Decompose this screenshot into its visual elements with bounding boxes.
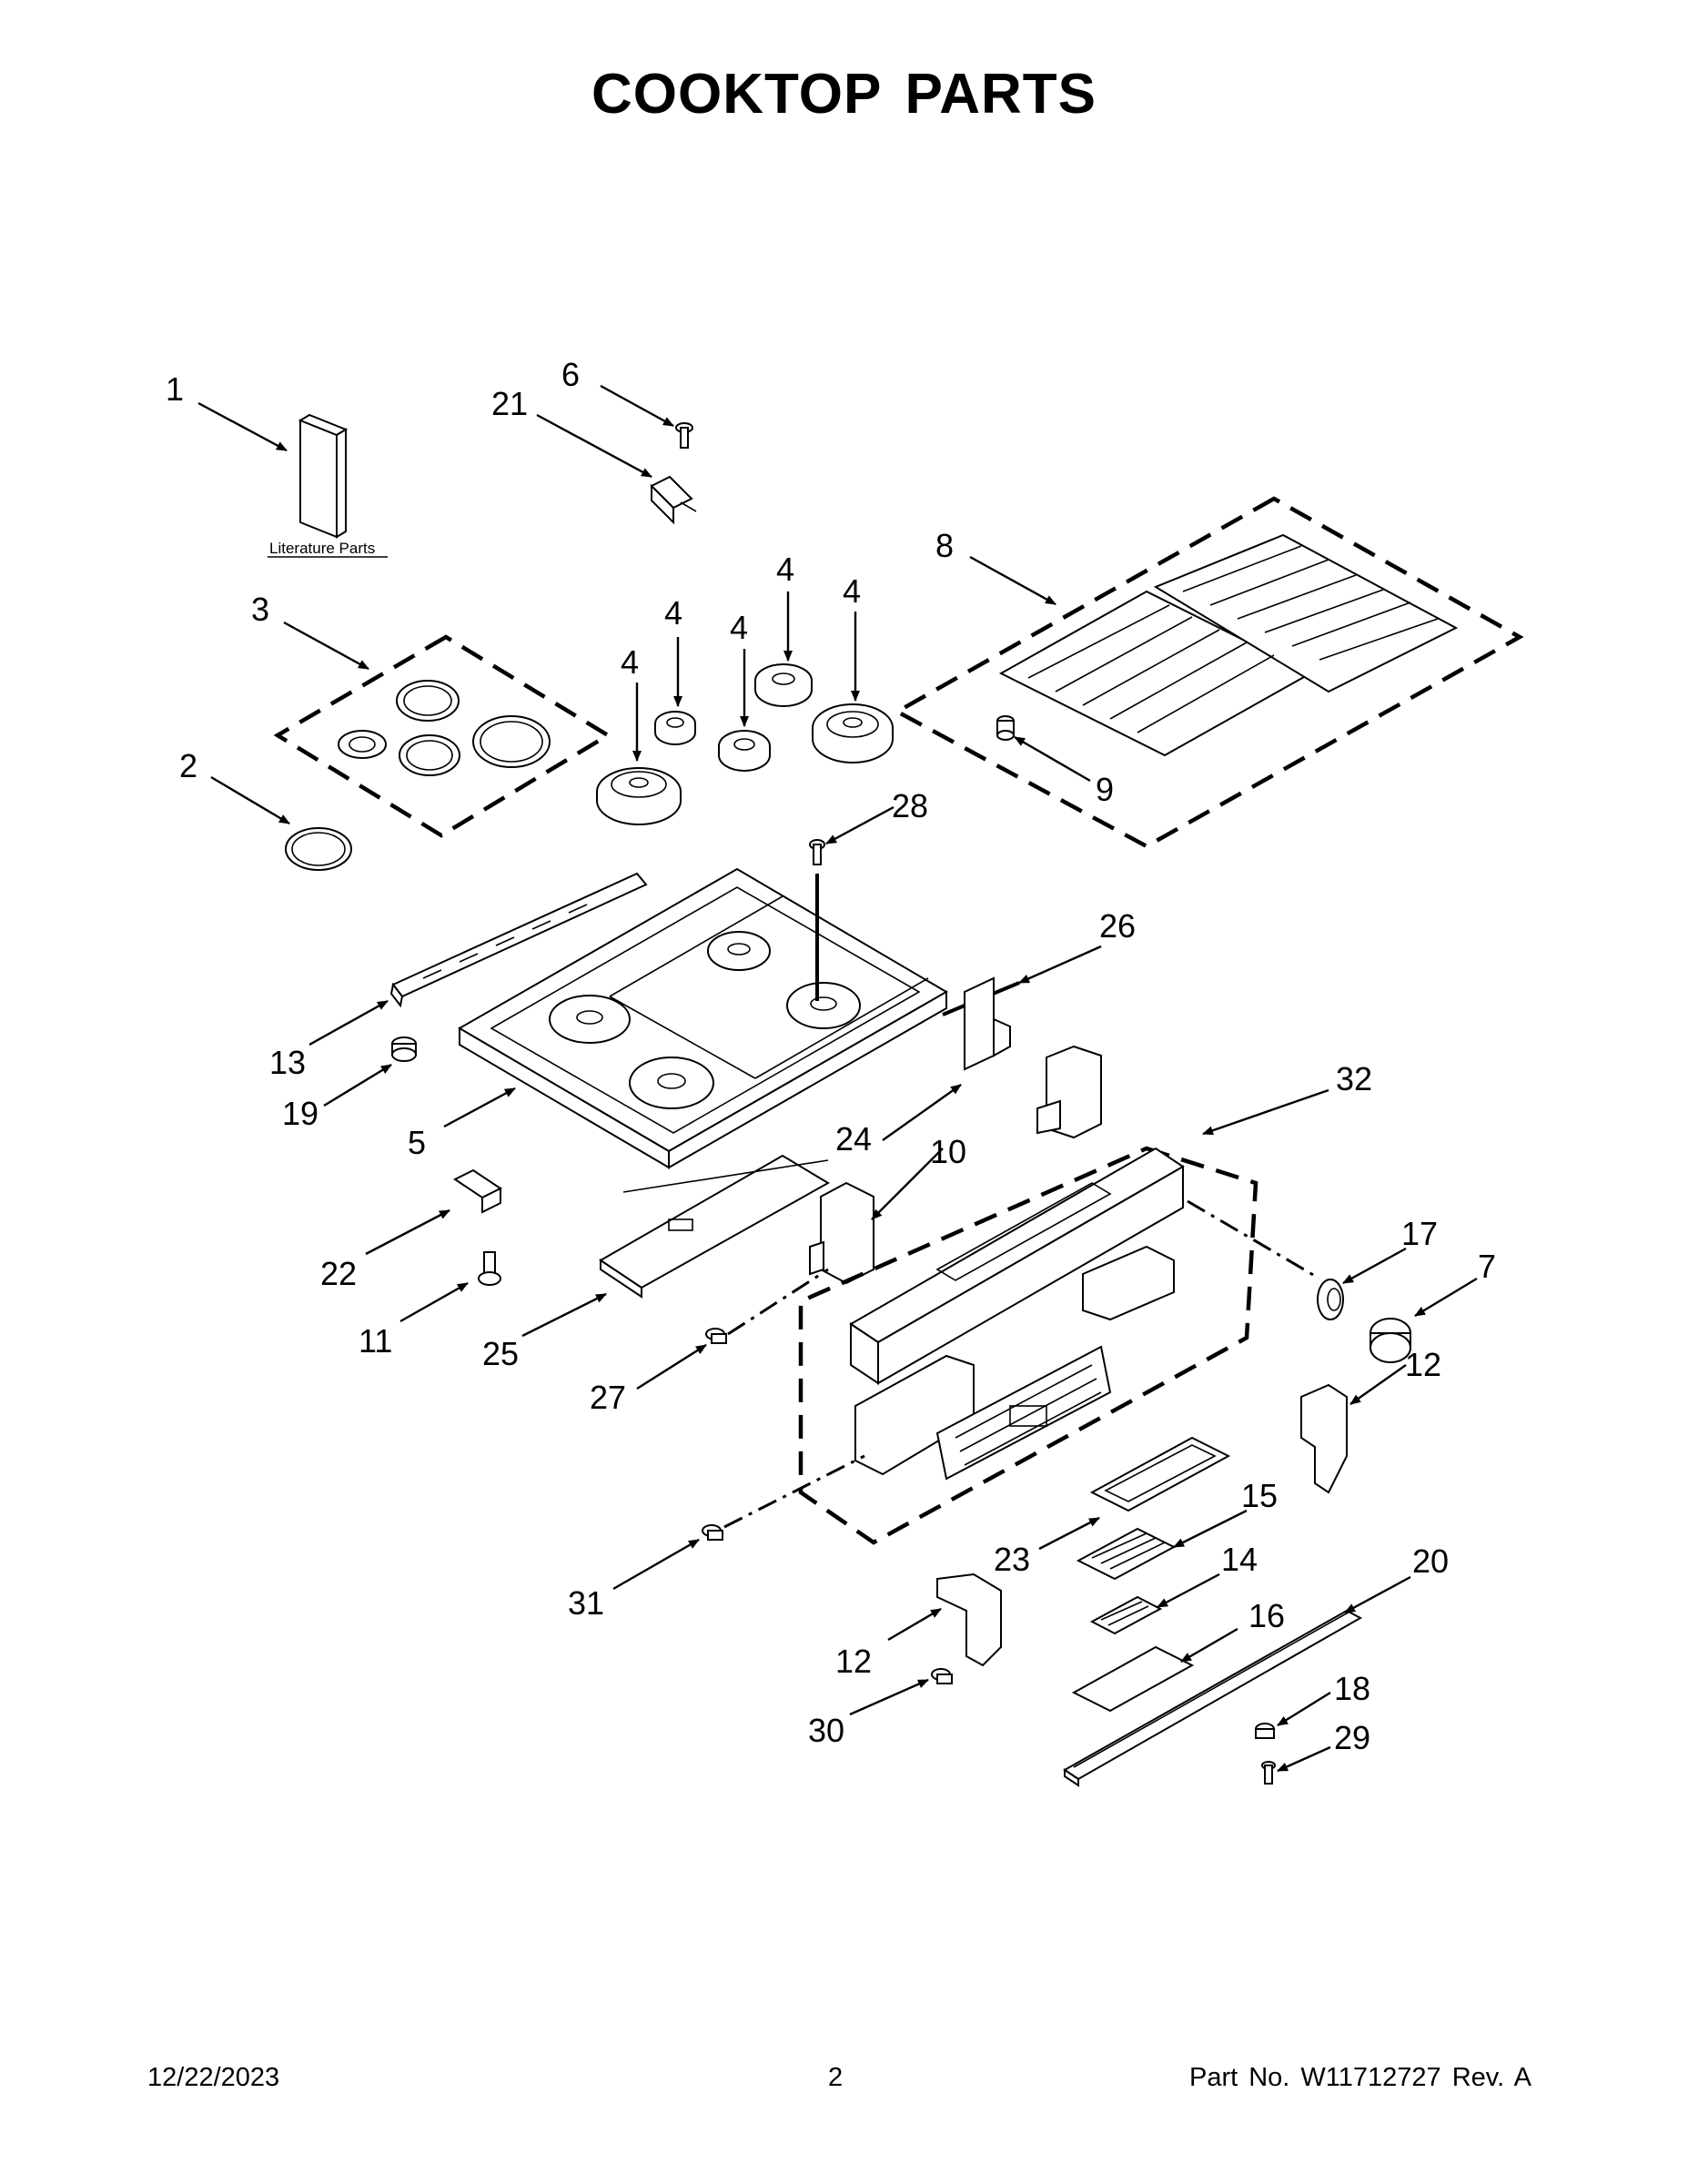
callout-3: 3 — [251, 591, 269, 628]
callout-19: 19 — [282, 1095, 318, 1132]
rail-13 — [389, 872, 648, 1008]
burner-cap-single — [285, 827, 352, 871]
callout-16: 16 — [1248, 1597, 1285, 1634]
callout-24: 24 — [835, 1120, 872, 1158]
callout-22: 22 — [320, 1255, 357, 1292]
burner-caps — [338, 680, 551, 776]
literature-booklet — [298, 413, 349, 539]
igniter-11 — [478, 1251, 501, 1286]
callout-8: 8 — [935, 527, 954, 564]
callout-10: 10 — [930, 1133, 966, 1170]
board-14 — [1089, 1595, 1163, 1635]
callout-4b: 4 — [664, 594, 682, 632]
callout-11: 11 — [359, 1322, 392, 1360]
screw-6 — [675, 422, 693, 449]
callout-4e: 4 — [843, 572, 861, 610]
callout-2: 2 — [179, 747, 197, 784]
grate-foot-9 — [996, 715, 1015, 741]
callout-21: 21 — [491, 385, 528, 422]
callout-1: 1 — [166, 370, 184, 408]
leader-lines — [197, 384, 1478, 1773]
end-cap-12-left — [936, 1572, 1002, 1667]
callout-14: 14 — [1221, 1541, 1258, 1578]
callout-12a: 12 — [1405, 1346, 1441, 1383]
cooktop-grates — [998, 533, 1459, 757]
callout-26: 26 — [1099, 907, 1136, 945]
callout-numbers: 1 6 21 3 2 4 4 4 4 4 8 9 28 26 13 19 5 2… — [166, 356, 1496, 1756]
callout-4d: 4 — [776, 551, 794, 588]
screw-30 — [931, 1668, 953, 1684]
callout-31: 31 — [568, 1584, 604, 1622]
callout-28: 28 — [892, 787, 928, 824]
burner-bases — [596, 663, 894, 825]
callout-4c: 4 — [730, 609, 748, 646]
bracket-24 — [964, 976, 1011, 1071]
knob-bezel-17 — [1317, 1279, 1344, 1320]
callout-27: 27 — [590, 1379, 626, 1416]
callout-17: 17 — [1401, 1215, 1438, 1252]
board-frame-15 — [1076, 1527, 1177, 1581]
literature-parts-label: Literature Parts — [269, 540, 375, 557]
grommet-19 — [391, 1036, 417, 1062]
callout-12b: 12 — [835, 1643, 872, 1680]
grate-kit-outline — [893, 496, 1524, 849]
callout-29: 29 — [1334, 1719, 1370, 1756]
end-cap-12-right — [1300, 1383, 1348, 1494]
callout-5: 5 — [408, 1124, 426, 1161]
screw-28 — [809, 839, 825, 1001]
bracket-10-left — [809, 1181, 874, 1285]
bracket-10-right — [1036, 1045, 1102, 1139]
plate-16 — [1071, 1645, 1195, 1713]
callout-32: 32 — [1336, 1060, 1372, 1097]
callout-6: 6 — [561, 356, 580, 393]
callout-30: 30 — [808, 1712, 844, 1749]
page-title: COOKTOP PARTS — [591, 63, 1097, 126]
callout-7: 7 — [1478, 1248, 1496, 1285]
nut-18 — [1255, 1723, 1275, 1739]
bracket-21 — [650, 475, 697, 525]
screw-29 — [1261, 1761, 1276, 1785]
callout-23: 23 — [994, 1541, 1030, 1578]
trim-20 — [1063, 1609, 1363, 1787]
callout-9: 9 — [1096, 771, 1114, 808]
footer-page-number: 2 — [828, 2063, 844, 2092]
screw-31 — [702, 1524, 723, 1541]
callout-15: 15 — [1241, 1477, 1278, 1514]
cooktop-main-5 — [458, 867, 948, 1169]
callout-25: 25 — [482, 1335, 519, 1372]
callout-20: 20 — [1412, 1542, 1449, 1580]
control-panel-kit-outline — [798, 1146, 1258, 1545]
lens-23 — [1089, 1436, 1231, 1512]
control-panel-32 — [849, 1147, 1185, 1481]
footer-date: 12/22/2023 — [147, 2063, 280, 2092]
callout-13: 13 — [269, 1044, 306, 1081]
clip-22 — [453, 1168, 502, 1214]
knob-7 — [1370, 1318, 1411, 1363]
callout-18: 18 — [1334, 1670, 1370, 1707]
plate-25 — [599, 1154, 830, 1299]
burner-cap-kit-outline — [273, 634, 612, 838]
footer-part-number: Part No. W11712727 Rev. A — [1188, 2063, 1531, 2092]
callout-4a: 4 — [621, 643, 639, 681]
screw-27 — [705, 1328, 727, 1344]
